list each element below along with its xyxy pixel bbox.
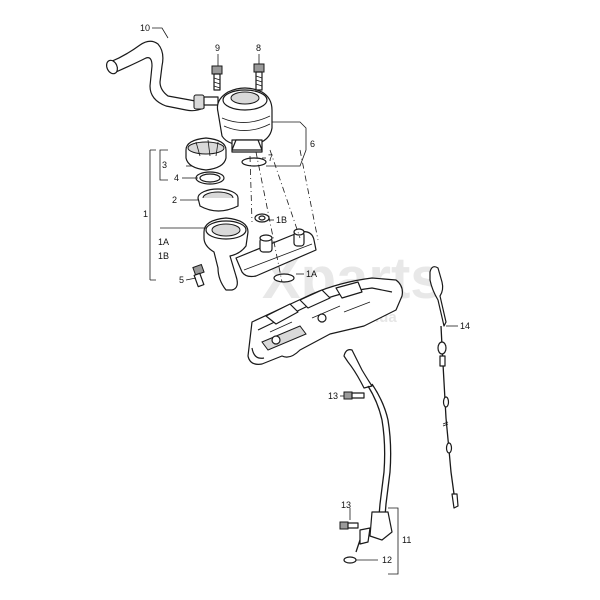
guide-tube-11	[343, 349, 393, 564]
callout-1A-lower: 1A	[306, 269, 317, 279]
callout-14: 14	[460, 321, 470, 331]
callout-13-lower: 13	[341, 500, 351, 510]
callout-12: 12	[382, 555, 392, 565]
seal-4	[195, 171, 225, 185]
callout-10: 10	[140, 23, 150, 33]
valve-cover	[247, 277, 403, 365]
base-plate	[235, 228, 317, 278]
callout-3: 3	[162, 160, 167, 170]
callout-2: 2	[172, 195, 177, 205]
callout-1B-left: 1B	[158, 251, 169, 261]
callout-8: 8	[256, 43, 261, 53]
callout-1: 1	[143, 209, 148, 219]
adapter-1A	[203, 217, 249, 291]
callout-7: 7	[268, 153, 273, 163]
callout-5: 5	[179, 275, 184, 285]
bolt-13-upper	[343, 391, 365, 400]
ring-2	[197, 188, 239, 212]
dipstick-14	[429, 266, 459, 509]
gasket-1B	[254, 213, 270, 223]
assembly-lines	[249, 149, 319, 283]
oring-1A	[273, 273, 295, 283]
callout-4: 4	[174, 173, 179, 183]
hose-10	[105, 40, 219, 112]
callout-11: 11	[402, 535, 411, 545]
callout-13-upper: 13	[328, 391, 338, 401]
cap-3	[185, 137, 227, 171]
bolt-8	[253, 63, 265, 91]
callout-9: 9	[215, 43, 220, 53]
callout-6: 6	[310, 139, 315, 149]
oil-separator-6	[216, 87, 273, 167]
bolt-9	[211, 65, 223, 91]
bolt-5	[192, 263, 205, 288]
leader-lines	[149, 27, 458, 575]
callout-labels: 10 9 8 6 7 3 4 2 1 1B 1A 1B 5 1A 14 13 1…	[140, 23, 470, 565]
bolt-13-lower	[339, 521, 359, 530]
callout-1B-upper: 1B	[276, 215, 287, 225]
callout-1A-left: 1A	[158, 237, 169, 247]
